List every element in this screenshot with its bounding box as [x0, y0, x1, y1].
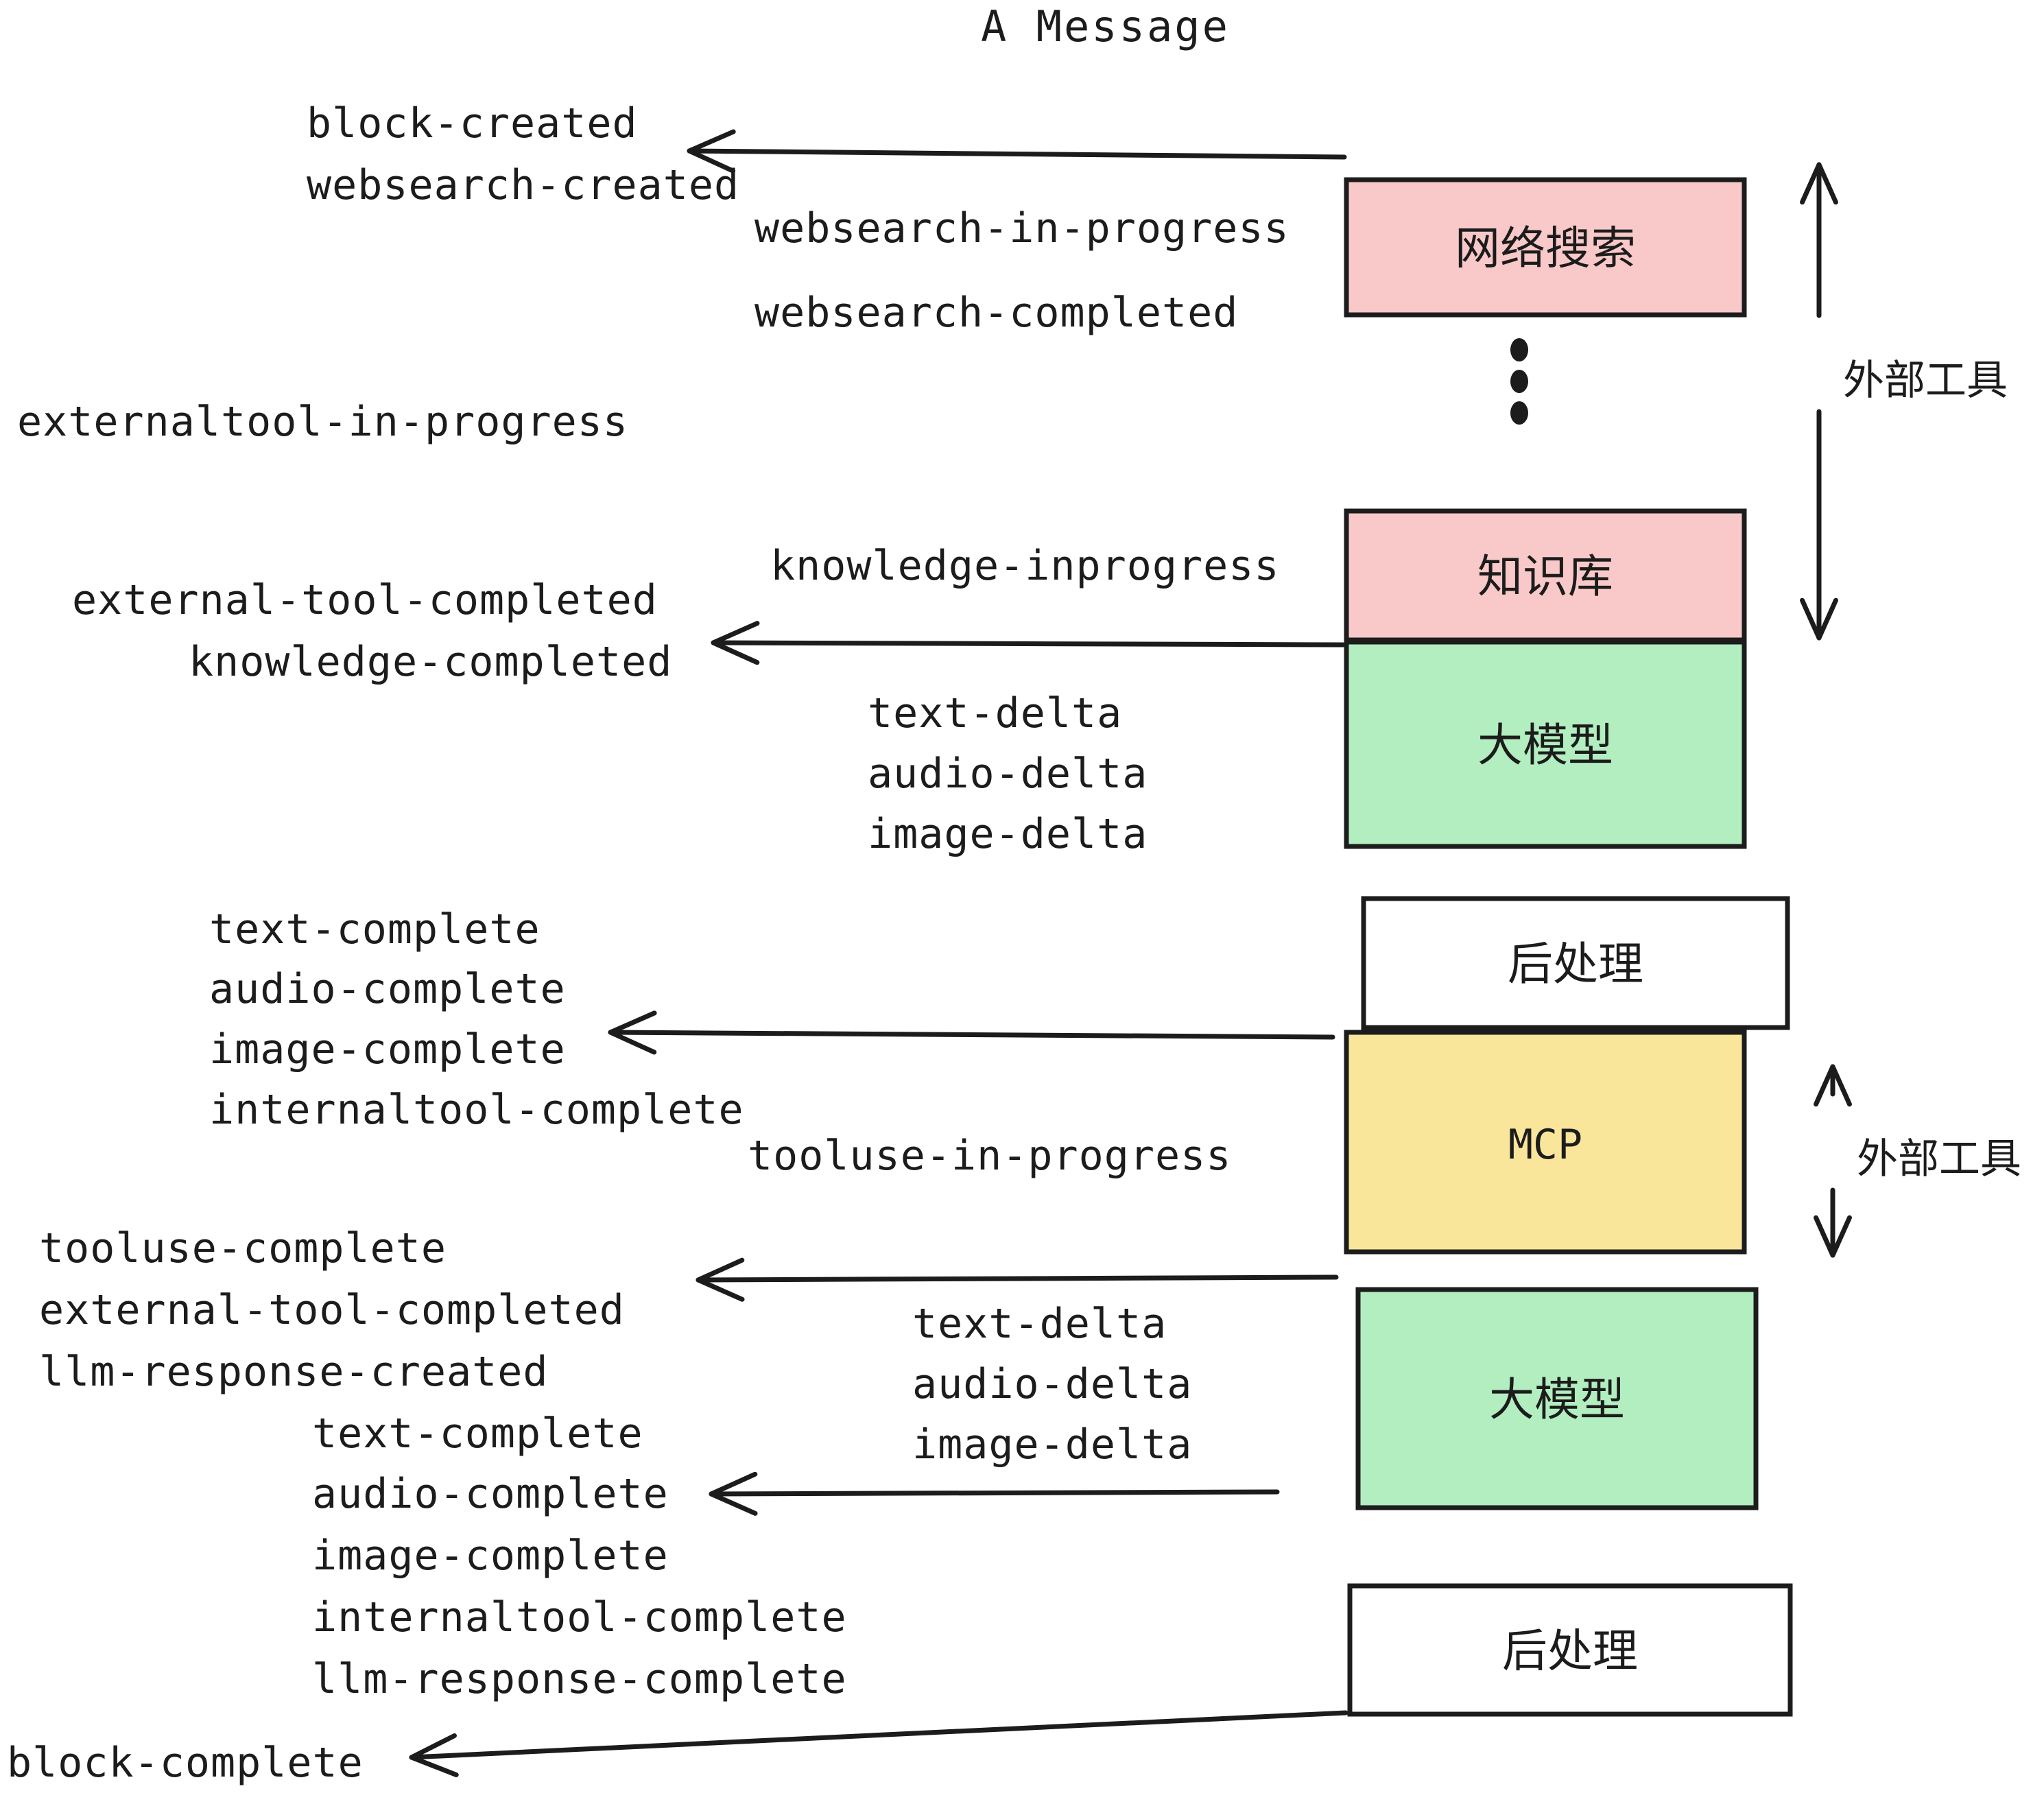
external-tools-bottom-label: 外部工具 — [1857, 1135, 2021, 1183]
box-llm-bottom-label: 大模型 — [1489, 1373, 1625, 1426]
event-label-text-delta-1: text-delta — [868, 689, 1122, 737]
event-label-externaltool-in-progress: externaltool-in-progress — [17, 398, 628, 446]
arrow-shaft — [608, 1030, 1335, 1040]
event-label-image-delta-2: image-delta — [912, 1421, 1192, 1469]
ellipsis-dot — [1510, 370, 1528, 393]
arrow-left-icon — [711, 621, 760, 665]
event-label-external-tool-completed-1: external-tool-completed — [72, 576, 658, 624]
event-label-knowledge-inprogress: knowledge-inprogress — [770, 542, 1279, 590]
box-llm-top-label: 大模型 — [1477, 719, 1613, 772]
event-label-llm-response-complete: llm-response-complete — [312, 1655, 847, 1703]
box-llm-top-rect — [1344, 639, 1747, 849]
event-label-websearch-completed: websearch-completed — [754, 289, 1238, 337]
arrow-shaft — [409, 1710, 1348, 1760]
arrow-postproc-out — [608, 1010, 1335, 1055]
box-mcp-label: MCP — [1508, 1121, 1582, 1169]
box-mcp[interactable]: MCP — [1344, 1030, 1747, 1255]
arrow-up-icon — [1814, 1064, 1852, 1107]
event-label-tooluse-in-progress: tooluse-in-progress — [748, 1132, 1231, 1180]
box-postprocess-top-rect — [1361, 896, 1790, 1030]
box-llm-bottom[interactable]: 大模型 — [1355, 1287, 1759, 1510]
ellipsis-dot — [1510, 401, 1528, 425]
arrow-mcp-out — [696, 1257, 1339, 1302]
arrow-up-icon — [1800, 162, 1838, 205]
arrow-down-icon — [1800, 597, 1838, 641]
arrow-left-icon — [409, 1733, 459, 1777]
arrow-block-complete — [409, 1710, 1348, 1777]
side-annotation-external-tools-bottom: 外部工具 — [1814, 1064, 2021, 1258]
event-label-block-complete: block-complete — [7, 1739, 364, 1787]
event-label-block-created: block-created — [307, 99, 638, 147]
event-label-image-complete-1: image-complete — [209, 1025, 566, 1073]
event-label-text-complete-1: text-complete — [209, 905, 540, 953]
event-label-internaltool-complete-1: internaltool-complete — [209, 1086, 744, 1134]
arrow-left-icon — [696, 1257, 745, 1302]
external-tools-top-label: 外部工具 — [1843, 357, 2008, 405]
box-knowledge[interactable]: 知识库 — [1344, 508, 1747, 643]
arrow-left-icon — [608, 1010, 657, 1055]
flow-arrows — [409, 129, 1348, 1777]
event-label-image-delta-1: image-delta — [868, 810, 1148, 858]
event-label-audio-complete-1: audio-complete — [209, 965, 566, 1013]
arrow-left-icon — [709, 1471, 758, 1516]
event-label-tooluse-complete: tooluse-complete — [39, 1224, 447, 1272]
box-postprocess-top-label: 后处理 — [1508, 938, 1643, 990]
event-label-text-delta-2: text-delta — [912, 1300, 1167, 1348]
box-knowledge-rect — [1344, 508, 1747, 643]
event-label-knowledge-completed: knowledge-completed — [189, 638, 672, 686]
arrow-shaft — [711, 640, 1346, 648]
event-label-audio-delta-2: audio-delta — [912, 1360, 1192, 1408]
box-llm-bottom-rect — [1355, 1287, 1759, 1510]
ellipsis-dot — [1510, 338, 1528, 361]
arrow-left-icon — [687, 129, 736, 174]
event-labels: block-created websearch-created websearch-… — [7, 99, 1290, 1787]
event-label-websearch-created: websearch-created — [307, 161, 739, 209]
box-postprocess-bottom-rect — [1347, 1583, 1793, 1717]
event-label-audio-delta-1: audio-delta — [868, 750, 1148, 798]
box-postprocess-bottom[interactable]: 后处理 — [1347, 1583, 1793, 1717]
event-label-llm-response-created: llm-response-created — [39, 1348, 548, 1396]
arrow-shaft — [696, 1274, 1339, 1283]
arrow-llm-bottom-out — [709, 1471, 1280, 1516]
event-label-text-complete-2: text-complete — [312, 1410, 643, 1458]
box-websearch-label: 网络搜索 — [1455, 222, 1636, 275]
arrow-down-icon — [1814, 1215, 1852, 1258]
event-label-external-tool-completed-2: external-tool-completed — [39, 1286, 625, 1334]
page-title: A Message — [981, 1, 1230, 51]
box-postprocess-bottom-label: 后处理 — [1502, 1625, 1638, 1678]
event-label-websearch-in-progress: websearch-in-progress — [754, 204, 1290, 252]
event-label-image-complete-2: image-complete — [312, 1532, 669, 1580]
arrow-websearch-out — [687, 129, 1347, 174]
box-llm-top[interactable]: 大模型 — [1344, 639, 1747, 849]
box-postprocess-top[interactable]: 后处理 — [1361, 896, 1790, 1030]
event-label-internaltool-complete-2: internaltool-complete — [312, 1593, 847, 1641]
box-knowledge-label: 知识库 — [1477, 550, 1613, 603]
arrow-shaft — [687, 148, 1347, 160]
side-annotation-external-tools-top: 外部工具 — [1800, 162, 2008, 641]
box-websearch[interactable]: 网络搜索 — [1344, 177, 1747, 318]
box-websearch-rect — [1344, 177, 1747, 318]
box-mcp-rect — [1344, 1030, 1747, 1255]
arrow-shaft — [709, 1489, 1280, 1497]
ellipsis-dots — [1510, 338, 1528, 425]
event-label-audio-complete-2: audio-complete — [312, 1470, 669, 1518]
arrow-knowledge-out — [711, 621, 1346, 665]
